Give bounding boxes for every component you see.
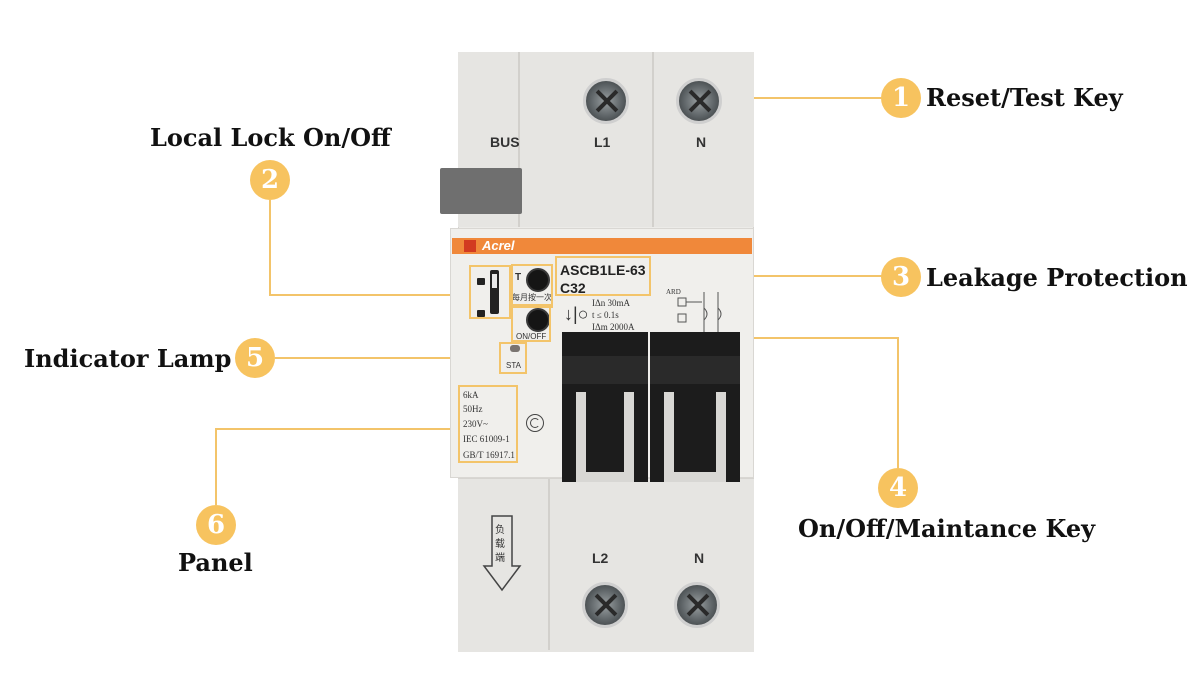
terminal-label-n-top: N [696,134,707,150]
model-line-1: ASCB1LE-63 [560,262,646,278]
connector-local-lock [269,200,470,296]
schematic-label: ARD [666,288,681,296]
ccc-mark-icon [526,414,544,432]
callout-label-local-lock: Local Lock On/Off [150,123,391,152]
top-divider-2 [652,52,654,227]
callout-badge-5: 5 [235,338,275,378]
top-divider-1 [518,52,520,227]
spec-rated: IΔm 2000A [592,322,635,332]
highlight-local-lock [469,265,511,319]
bus-foam-pad [440,168,522,214]
callout-badge-3: 3 [881,257,921,297]
callout-label-reset-test: Reset/Test Key [926,83,1123,112]
callout-label-onoff: On/Off/Maintance Key [798,514,1096,543]
highlight-indicator [499,342,527,374]
brand-logo-icon [464,240,476,252]
panel-spec-voltage: 230V~ [463,419,488,429]
callout-badge-6: 6 [196,505,236,545]
connector-panel [215,428,460,505]
test-key-button[interactable] [526,268,550,292]
terminal-label-n-bottom: N [694,550,705,566]
terminal-label-l1: L1 [594,134,611,150]
load-side-text: 负载端 [495,525,505,564]
test-key-note: 每月按一次 [512,293,552,302]
handle-left[interactable] [562,332,648,482]
onoff-label: ON/OFF [516,332,547,341]
callout-label-panel: Panel [178,548,253,577]
callout-badge-4: 4 [878,468,918,508]
terminal-label-l2: L2 [592,550,609,566]
panel-spec-frequency: 50Hz [463,404,483,414]
spec-time: t ≤ 0.1s [592,310,619,320]
handle-right[interactable] [650,332,740,482]
highlight-test-key [511,264,553,308]
callout-badge-1: 1 [881,78,921,118]
highlight-onoff-key [511,304,551,342]
callout-label-indicator: Indicator Lamp [24,344,232,373]
brand-name: Acrel [482,238,515,253]
onoff-arrows-icon: ↓|○ [564,304,589,324]
orange-band [452,238,752,254]
callout-badge-2: 2 [250,160,290,200]
panel-spec-iec: IEC 61009-1 [463,434,510,444]
terminal-label-bus: BUS [490,134,520,150]
highlight-panel [458,385,518,463]
screw-n-bottom-icon [674,582,720,628]
screw-n-top-icon [676,78,722,124]
callout-label-leakage: Leakage Protection [926,263,1188,292]
highlight-model [555,256,651,296]
lock-open-icon [477,310,485,317]
panel-spec-breaking: 6kA [463,390,479,400]
wiring-schematic [677,292,722,336]
model-line-2: C32 [560,280,586,296]
bottom-divider [548,479,550,650]
status-label: STA [506,361,521,370]
panel-spec-gb: GB/T 16917.1 [463,450,515,460]
local-lock-switch[interactable] [490,270,499,314]
test-key-letter: T [515,272,522,283]
screw-l1-icon [583,78,629,124]
load-side-arrow-icon [482,515,522,592]
spec-sensitivity: IΔn 30mA [592,298,631,308]
lock-closed-icon [477,278,485,285]
screw-l2-icon [582,582,628,628]
status-lamp [510,345,520,352]
